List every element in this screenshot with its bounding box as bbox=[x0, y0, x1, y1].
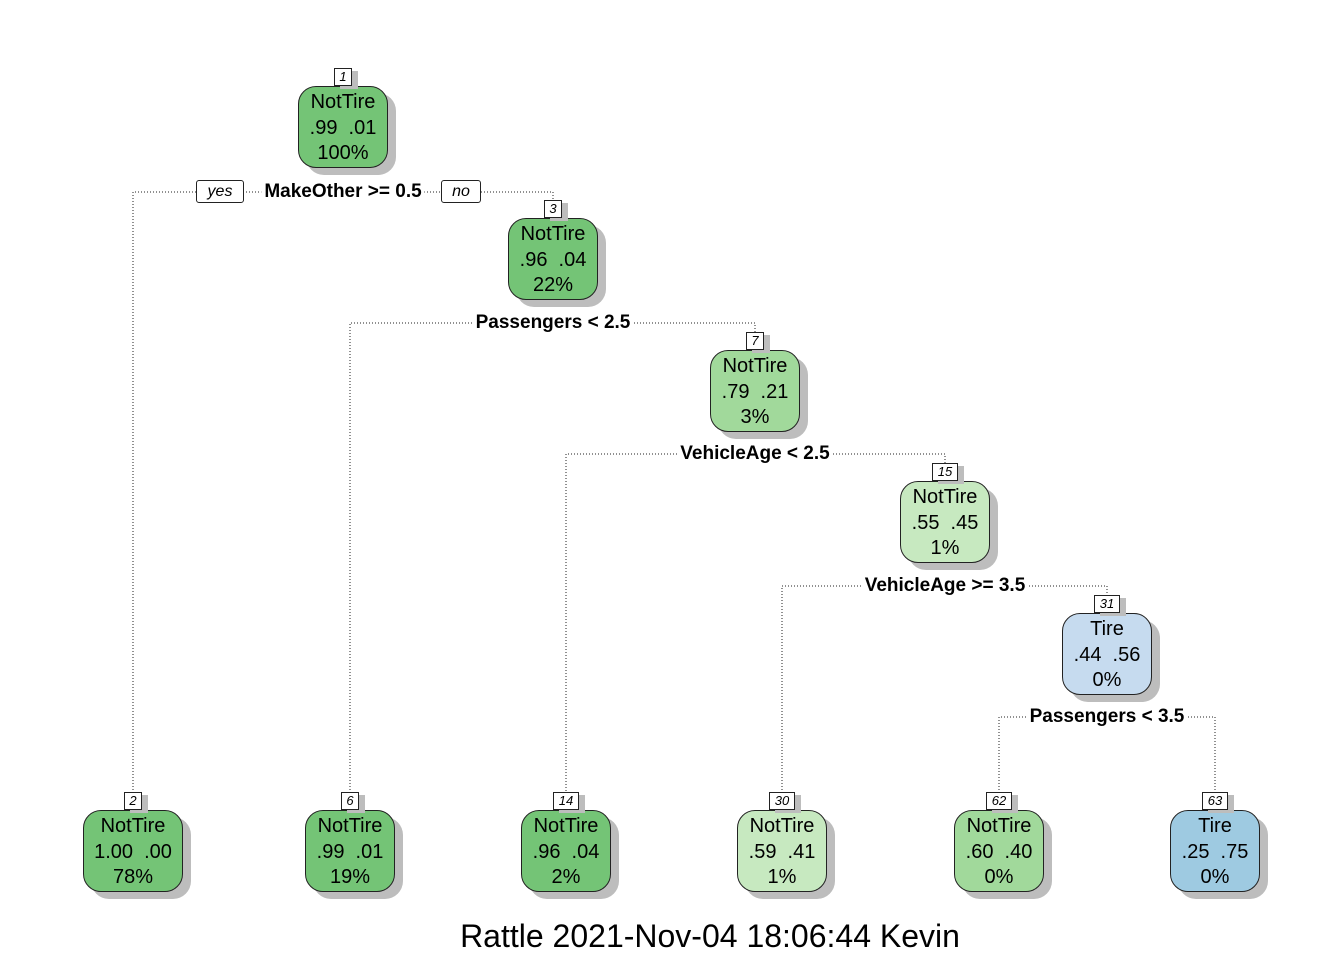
tree-node-14: NotTire .96 .04 2% bbox=[521, 810, 611, 892]
node-cls: NotTire bbox=[100, 815, 166, 837]
node-number: 30 bbox=[769, 792, 795, 810]
node-pct: 3% bbox=[740, 406, 770, 428]
node-pct: 1% bbox=[767, 866, 797, 888]
node-cls: NotTire bbox=[966, 815, 1032, 837]
yes-label: yes bbox=[196, 180, 244, 203]
edge-left-31 bbox=[998, 716, 1107, 792]
split-rule: MakeOther >= 0.5 bbox=[261, 181, 425, 203]
edge-left-7 bbox=[565, 453, 755, 792]
node-number: 3 bbox=[544, 200, 562, 218]
tree-node-30: NotTire .59 .41 1% bbox=[737, 810, 827, 892]
tree-node-6: NotTire .99 .01 19% bbox=[305, 810, 395, 892]
edge-right-31 bbox=[1107, 716, 1216, 792]
node-number: 15 bbox=[932, 463, 958, 481]
node-pct: 100% bbox=[317, 142, 369, 164]
node-number: 7 bbox=[746, 332, 764, 350]
node-cls: NotTire bbox=[912, 486, 978, 508]
split-rule: Passengers < 3.5 bbox=[1026, 706, 1188, 728]
node-number: 14 bbox=[553, 792, 579, 810]
node-number: 62 bbox=[986, 792, 1012, 810]
node-probs: 1.00 .00 bbox=[94, 840, 172, 863]
node-cls: NotTire bbox=[722, 355, 788, 377]
node-pct: 0% bbox=[1092, 669, 1122, 691]
node-pct: 0% bbox=[984, 866, 1014, 888]
edge-left-1 bbox=[132, 191, 343, 792]
node-probs: .59 .41 bbox=[748, 840, 816, 863]
node-pct: 19% bbox=[329, 866, 371, 888]
split-rule: VehicleAge < 2.5 bbox=[677, 443, 833, 465]
tree-node-2: NotTire 1.00 .00 78% bbox=[83, 810, 183, 892]
plot-caption: Rattle 2021-Nov-04 18:06:44 Kevin bbox=[460, 918, 960, 954]
node-pct: 0% bbox=[1200, 866, 1230, 888]
node-probs: .55 .45 bbox=[911, 511, 979, 534]
tree-node-15: NotTire .55 .45 1% bbox=[900, 481, 990, 563]
node-number: 63 bbox=[1202, 792, 1228, 810]
node-pct: 78% bbox=[112, 866, 154, 888]
node-probs: .60 .40 bbox=[965, 840, 1033, 863]
tree-node-1: NotTire .99 .01 100% bbox=[298, 86, 388, 168]
node-cls: Tire bbox=[1198, 815, 1232, 837]
node-probs: .96 .04 bbox=[519, 248, 587, 271]
tree-node-31: Tire .44 .56 0% bbox=[1062, 613, 1152, 695]
node-probs: .44 .56 bbox=[1073, 643, 1141, 666]
edge-right-3 bbox=[553, 322, 756, 332]
node-number: 31 bbox=[1094, 595, 1120, 613]
node-cls: NotTire bbox=[533, 815, 599, 837]
node-number: 6 bbox=[341, 792, 359, 810]
no-label: no bbox=[441, 180, 481, 203]
node-cls: Tire bbox=[1090, 618, 1124, 640]
node-probs: .25 .75 bbox=[1181, 840, 1249, 863]
node-cls: NotTire bbox=[520, 223, 586, 245]
tree-node-63: Tire .25 .75 0% bbox=[1170, 810, 1260, 892]
node-probs: .79 .21 bbox=[721, 380, 789, 403]
split-rule: VehicleAge >= 3.5 bbox=[861, 575, 1029, 597]
edge-left-15 bbox=[781, 585, 945, 792]
node-number: 1 bbox=[334, 68, 352, 86]
node-pct: 22% bbox=[532, 274, 574, 296]
node-cls: NotTire bbox=[317, 815, 383, 837]
node-pct: 2% bbox=[551, 866, 581, 888]
node-probs: .99 .01 bbox=[316, 840, 384, 863]
node-probs: .96 .04 bbox=[532, 840, 600, 863]
node-probs: .99 .01 bbox=[309, 116, 377, 139]
edge-left-3 bbox=[349, 322, 553, 792]
node-number: 2 bbox=[124, 792, 142, 810]
node-cls: NotTire bbox=[310, 91, 376, 113]
tree-node-3: NotTire .96 .04 22% bbox=[508, 218, 598, 300]
node-pct: 1% bbox=[930, 537, 960, 559]
tree-node-62: NotTire .60 .40 0% bbox=[954, 810, 1044, 892]
tree-node-7: NotTire .79 .21 3% bbox=[710, 350, 800, 432]
split-rule: Passengers < 2.5 bbox=[472, 312, 634, 334]
node-cls: NotTire bbox=[749, 815, 815, 837]
